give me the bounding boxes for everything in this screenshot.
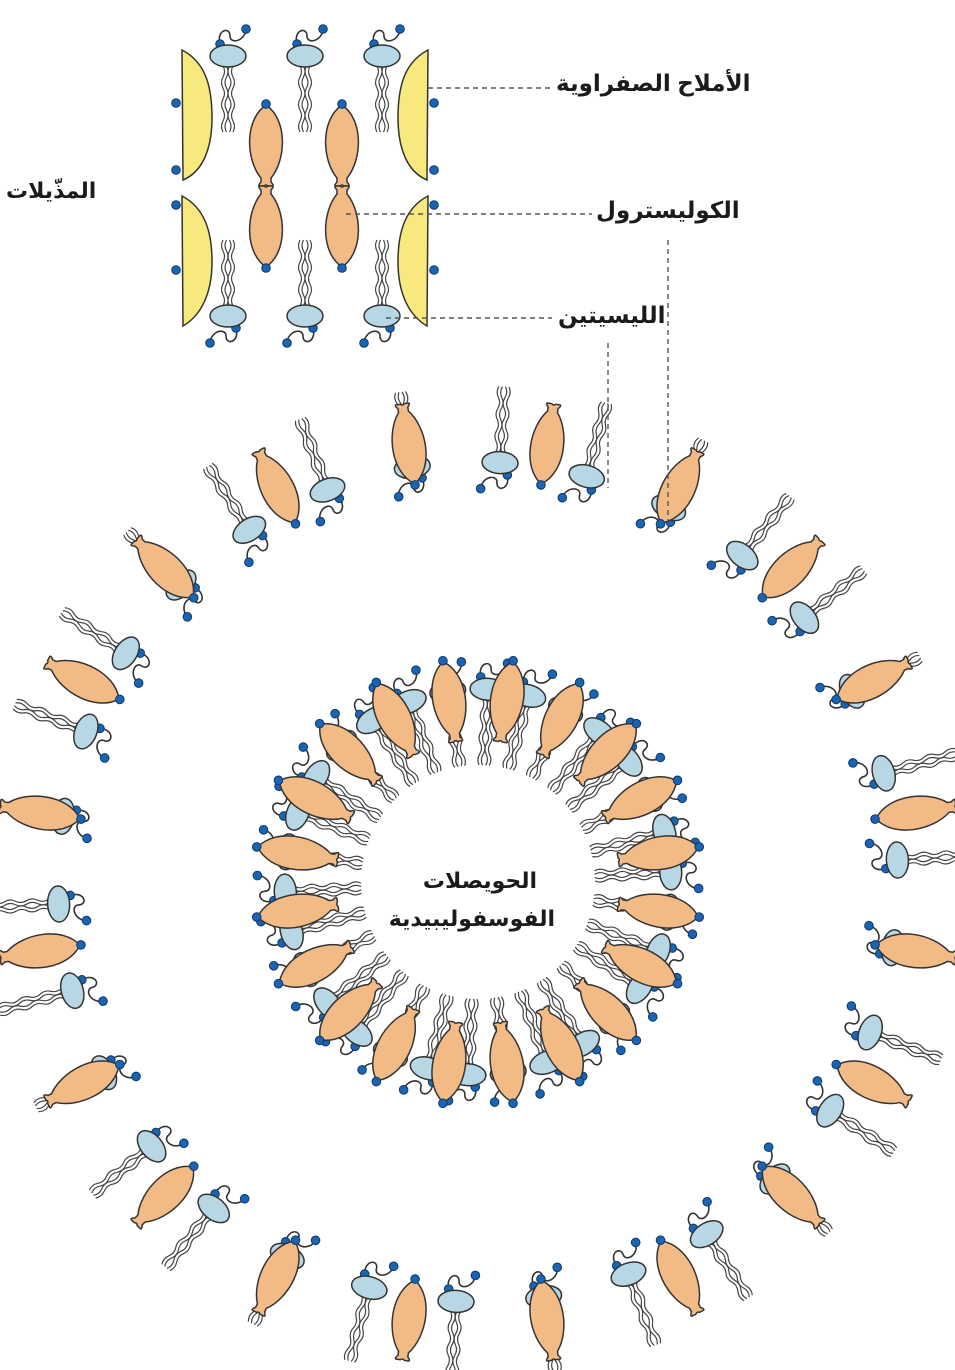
lecithin-label: الليسيتين [558,302,666,328]
cholesterol [643,442,714,536]
lecithin [475,384,523,496]
lecithin [209,23,252,133]
lecithin [281,239,324,349]
bile-salt-dots [171,98,439,275]
cholesterol [824,646,918,717]
cholesterol [867,789,955,837]
lecithin [0,883,92,932]
leader-lines [346,87,669,520]
vesicle-label-line-2: الفوسفوليبيدية [388,906,555,931]
micelle-illustration [171,23,439,349]
cholesterol [248,185,284,274]
lecithin [358,239,401,349]
cholesterol [483,1018,531,1111]
cholesterol [242,1228,313,1322]
lecithin [286,23,329,133]
cholesterol-label: الكوليسترول [596,197,740,223]
cholesterol [614,887,707,935]
cholesterol [38,1047,132,1118]
cholesterol [249,829,342,877]
cholesterol [123,1150,210,1237]
cholesterol [746,1150,833,1237]
cholesterol [0,927,89,975]
lecithin [864,832,955,881]
cholesterol [248,98,284,187]
micelles-label: المذّيلات [6,178,97,203]
cholesterol [523,400,571,493]
lecithin [433,1268,481,1370]
cholesterol [324,98,360,187]
cholesterol [0,789,89,837]
lecithin [331,1252,400,1368]
cholesterol [425,653,473,746]
cholesterol [123,527,210,614]
bile-salt [181,48,213,182]
vesicle-label-line-1: الحويصلات [422,868,538,893]
bile-salt [397,194,429,328]
cholesterol [746,527,833,614]
cholesterol [324,185,360,274]
lecithin [0,964,110,1033]
bile-salts-label: الأملاح الصفراوية [556,70,751,96]
cholesterol [867,927,955,975]
bile-salt [397,48,429,182]
lecithin [846,731,955,800]
lecithin [556,396,625,512]
cholesterol [385,1271,433,1364]
phospholipid-vesicles-label: الحويصلات الفوسفوليبيدية [388,862,555,938]
bile-salt [181,194,213,328]
